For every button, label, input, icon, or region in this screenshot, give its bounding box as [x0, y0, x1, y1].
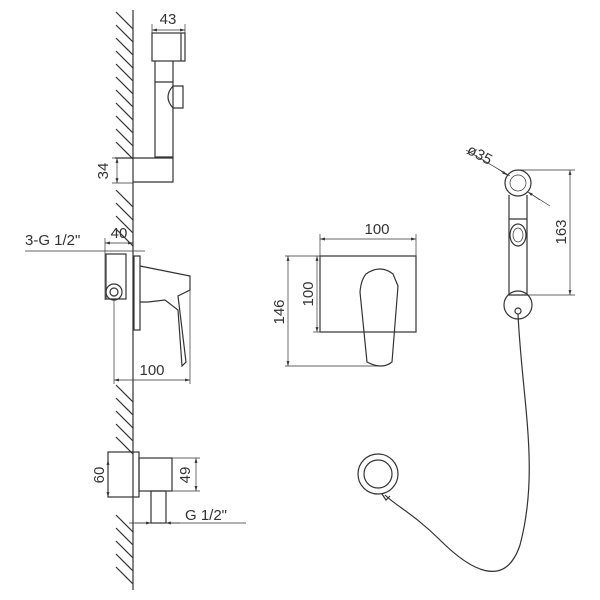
dim-146: 146: [271, 299, 288, 324]
wall-hatch-line: [115, 527, 134, 546]
wall-hatch-line: [115, 215, 134, 234]
dim-34: 34: [95, 163, 112, 180]
dim-40: 40: [111, 225, 128, 242]
dim-100-projection: 100: [139, 362, 164, 379]
wall-hatch-line: [115, 202, 134, 221]
outlet-side-view: [106, 451, 246, 525]
wall-hatch-line: [115, 397, 134, 416]
hand-shower-front-view: [357, 149, 575, 572]
wall-hatch-line: [115, 423, 134, 442]
wall-hatch-line: [115, 50, 134, 69]
wall-hatch-line: [115, 189, 134, 208]
wall-hatch-line: [115, 102, 134, 121]
wall-hatch-line: [115, 410, 134, 429]
wall-hatch-line: [115, 37, 134, 56]
wall-hatch-line: [115, 76, 134, 95]
wall-hatch-line: [115, 128, 134, 147]
dim-3-g-1-2: 3-G 1/2": [25, 232, 80, 249]
wall-hatch-line: [115, 11, 134, 30]
wall-hatch-line: [115, 436, 134, 455]
dim-163: 163: [553, 219, 570, 244]
wall-hatch-line: [115, 540, 134, 559]
wall-hatch-line: [115, 63, 134, 82]
wall-hatch-line: [115, 514, 134, 533]
wall: [115, 10, 134, 590]
dim-49: 49: [177, 467, 194, 484]
wall-hatch-line: [115, 384, 134, 403]
wall-hatch-line: [115, 89, 134, 108]
mixer-side-view: [25, 238, 191, 384]
wall-hatch-line: [115, 566, 134, 585]
wall-hatch-line: [115, 553, 134, 572]
dim-100-height: 100: [300, 281, 317, 306]
mixer-front-view: [285, 234, 417, 367]
dim-43: 43: [160, 11, 177, 28]
dim-60: 60: [91, 467, 108, 484]
wall-hatch-line: [115, 141, 134, 160]
wall-hatch-line: [115, 115, 134, 134]
dim-100-width: 100: [364, 221, 389, 238]
wall-hatch-line: [115, 24, 134, 43]
hand-shower-side-view: [112, 24, 186, 184]
dim-g-1-2: G 1/2": [185, 507, 227, 524]
